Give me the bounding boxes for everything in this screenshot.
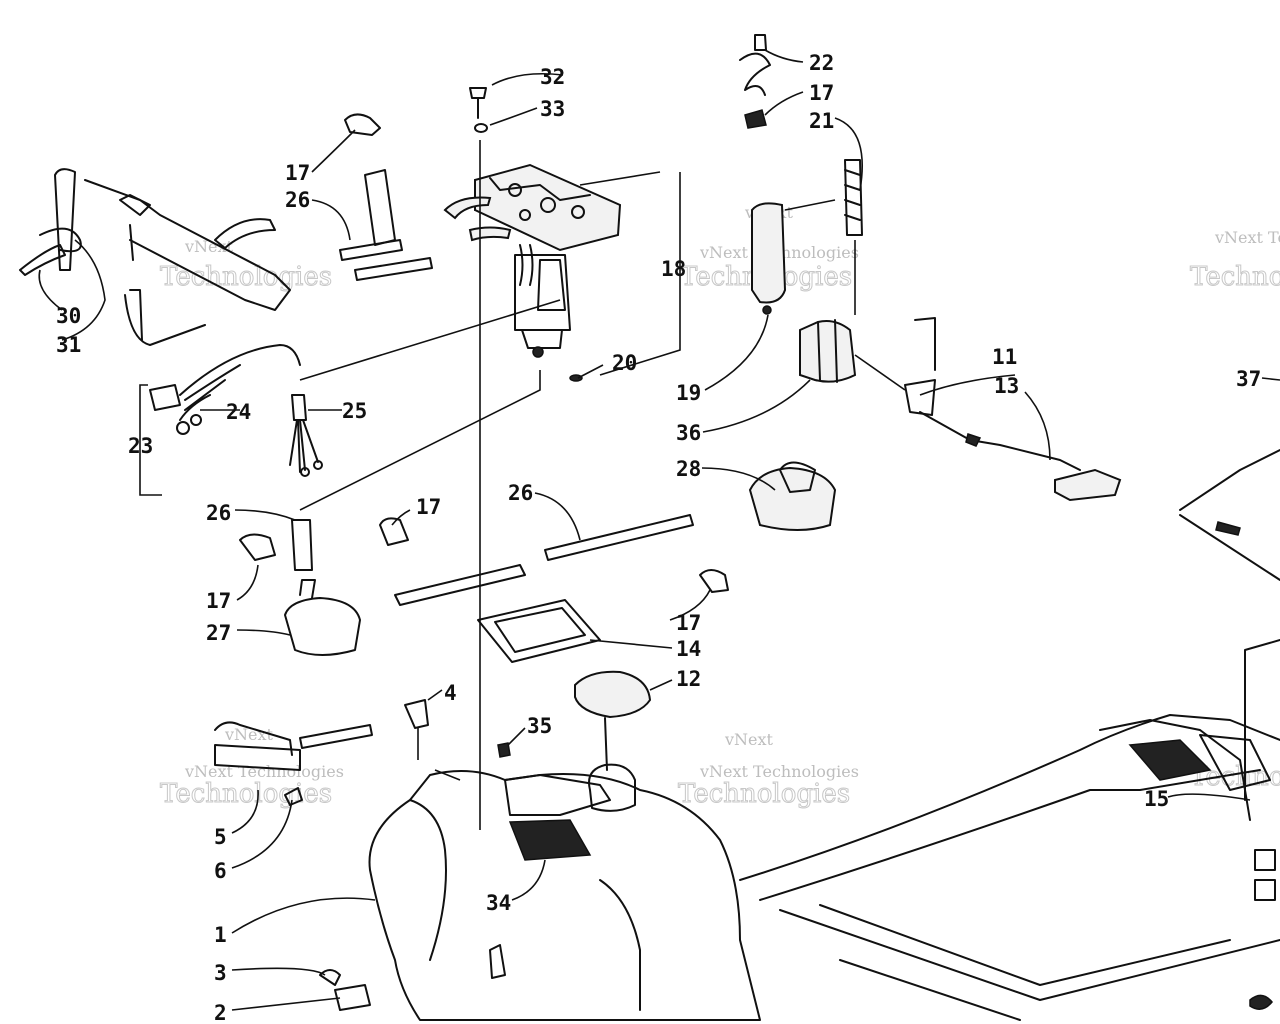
watermark-line1: vNext	[724, 730, 774, 749]
callout-23: 23	[128, 434, 153, 458]
callout-12: 12	[676, 667, 701, 691]
lower-hoses-and-fittings	[239, 461, 837, 771]
callout-26-upper: 26	[285, 188, 310, 212]
callout-22: 22	[809, 51, 834, 75]
callout-17-middle: 17	[416, 495, 441, 519]
callout-35: 35	[527, 714, 552, 738]
fuel-filter-group	[739, 34, 863, 383]
callout-6: 6	[214, 859, 227, 883]
fuel-tank	[368, 763, 761, 1021]
callout-4: 4	[444, 681, 457, 705]
callout-17-upper: 17	[285, 161, 310, 185]
callout-17-filter: 17	[809, 81, 834, 105]
callout-30: 30	[56, 304, 81, 328]
watermarks: vNext Technologies vNext vNext Technolog…	[160, 203, 1280, 810]
callout-24: 24	[226, 400, 251, 424]
callout-25: 25	[342, 399, 367, 423]
callout-37: 37	[1236, 367, 1261, 391]
watermark-inline: vNext Technologies	[184, 762, 344, 781]
watermark-line2: Technologies	[678, 779, 850, 809]
fuel-rail-hose	[19, 168, 291, 346]
callout-27: 27	[206, 621, 231, 645]
callout-31: 31	[56, 333, 81, 357]
callout-18: 18	[661, 257, 686, 281]
leader-lines	[38, 49, 1280, 1011]
callout-1: 1	[214, 923, 227, 947]
callout-14: 14	[676, 637, 701, 661]
callout-33: 33	[540, 97, 565, 121]
watermark-line1: vNext	[224, 725, 274, 744]
callout-5: 5	[214, 825, 227, 849]
watermark-line2: Technologies	[160, 262, 332, 292]
watermark-inline: vNext Technologies	[1214, 228, 1280, 247]
fuel-sender	[904, 317, 1122, 502]
callout-26-left: 26	[206, 501, 231, 525]
callout-3: 3	[214, 961, 227, 985]
callout-34: 34	[486, 891, 511, 915]
callout-17-right: 17	[676, 611, 701, 635]
wiring-harness	[149, 344, 323, 477]
watermark-line2: Technologies	[1190, 262, 1280, 292]
callout-11: 11	[992, 345, 1017, 369]
upper-hoses	[214, 113, 433, 281]
fuel-pump-assembly	[443, 87, 622, 382]
callout-labels: 1 2 3 4 5 6 11 12 13 14 15 17 17 17 17 1…	[56, 51, 1261, 1024]
watermark-line2: Technologies	[160, 779, 332, 809]
chassis-base-plate	[739, 449, 1280, 1021]
callout-21: 21	[809, 109, 834, 133]
callout-26-middle: 26	[508, 481, 533, 505]
callout-17-left: 17	[206, 589, 231, 613]
callout-13: 13	[994, 374, 1019, 398]
callout-36: 36	[676, 421, 701, 445]
callout-19: 19	[676, 381, 701, 405]
watermark-line1: vNext	[184, 237, 234, 256]
callout-28: 28	[676, 457, 701, 481]
callout-2: 2	[214, 1001, 227, 1024]
watermark-inline: vNext Technologies	[699, 762, 859, 781]
callout-15: 15	[1144, 787, 1169, 811]
callout-32: 32	[540, 65, 565, 89]
callout-20: 20	[612, 351, 637, 375]
